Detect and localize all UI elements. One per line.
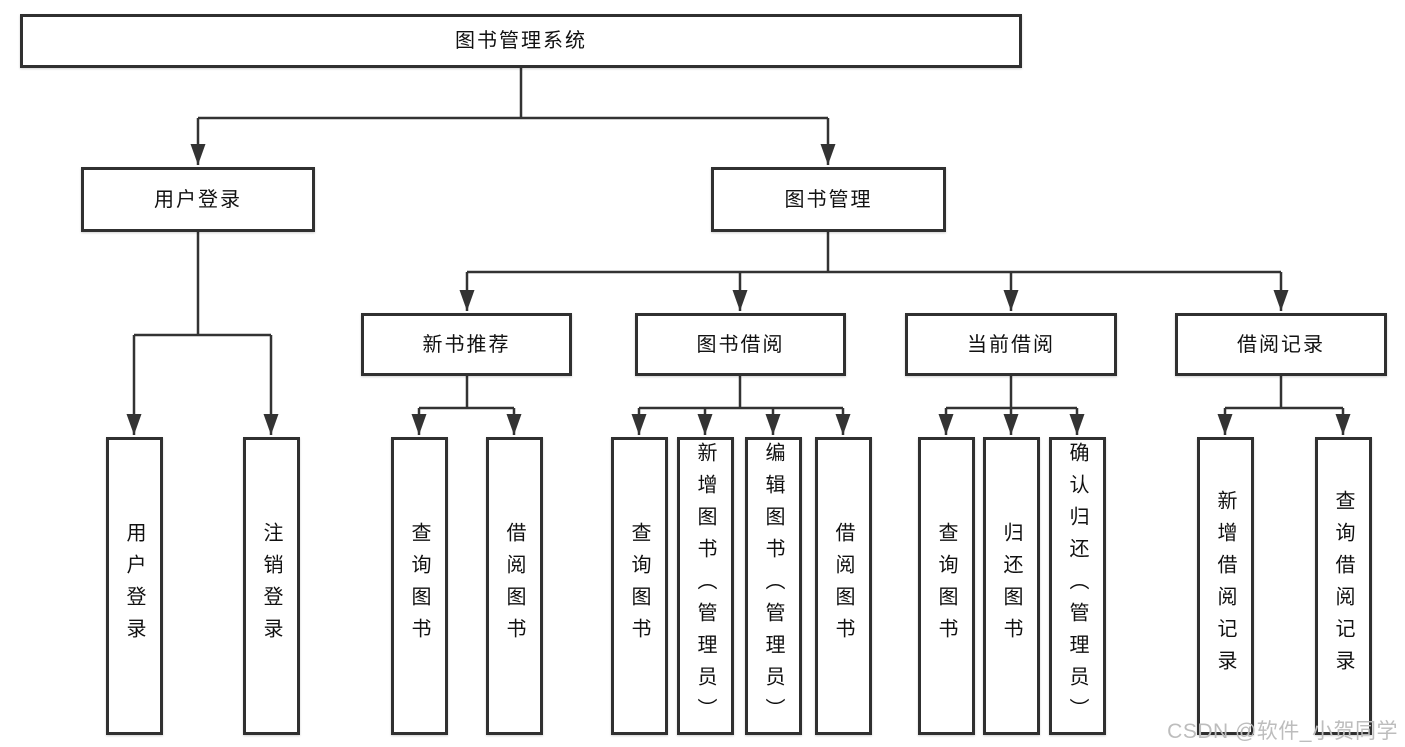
node-query-books-borrow: 查询图书: [610, 437, 668, 735]
node-new-book-recommend: 新书推荐: [361, 313, 572, 376]
node-user-login-label: 用户登录: [154, 188, 242, 211]
leaf-label: 注销登录: [260, 522, 282, 650]
node-confirm-return-admin: 确认归还（管理员）: [1048, 437, 1106, 735]
node-add-books-admin: 新增图书（管理员）: [676, 437, 734, 735]
leaf-label: 借阅图书: [503, 522, 525, 650]
node-current-borrowing: 当前借阅: [905, 313, 1117, 376]
csdn-watermark: CSDN @软件_小贺同学: [1167, 720, 1398, 743]
node-return-books: 归还图书: [982, 437, 1040, 735]
node-user-login-leaf: 用户登录: [105, 437, 163, 735]
node-query-books-recommend: 查询图书: [390, 437, 448, 735]
node-borrow-books-recommend: 借阅图书: [485, 437, 543, 735]
leaf-label: 查询图书: [408, 522, 430, 650]
node-query-books-current: 查询图书: [917, 437, 975, 735]
node-book-management: 图书管理: [711, 167, 946, 232]
leaf-label: 用户登录: [123, 522, 145, 650]
node-current-borrowing-label: 当前借阅: [967, 333, 1055, 356]
node-borrow-books: 借阅图书: [814, 437, 872, 735]
node-edit-books-admin: 编辑图书（管理员）: [744, 437, 802, 735]
node-logout: 注销登录: [242, 437, 300, 735]
node-book-borrowing: 图书借阅: [635, 313, 846, 376]
node-borrowing-records: 借阅记录: [1175, 313, 1387, 376]
leaf-label: 新增图书（管理员）: [694, 442, 716, 730]
node-book-borrowing-label: 图书借阅: [696, 333, 785, 356]
leaf-label: 归还图书: [1000, 522, 1022, 650]
leaf-label: 查询图书: [935, 522, 957, 650]
leaf-label: 查询图书: [628, 522, 650, 650]
node-new-book-recommend-label: 新书推荐: [422, 333, 511, 356]
node-library-management-system: 图书管理系统: [20, 14, 1022, 68]
leaf-label: 编辑图书（管理员）: [762, 442, 784, 730]
node-query-borrow-record: 查询借阅记录: [1314, 437, 1372, 735]
leaf-label: 新增借阅记录: [1214, 490, 1236, 682]
leaf-label: 借阅图书: [832, 522, 854, 650]
root-title: 图书管理系统: [455, 30, 587, 52]
connector-backbones: [134, 65, 1343, 410]
node-book-management-label: 图书管理: [784, 188, 873, 211]
connector-arrows: [126, 118, 1351, 435]
node-borrowing-records-label: 借阅记录: [1237, 333, 1325, 356]
leaf-label: 确认归还（管理员）: [1066, 442, 1088, 730]
node-user-login: 用户登录: [81, 167, 315, 232]
leaf-label: 查询借阅记录: [1332, 490, 1354, 682]
node-add-borrow-record: 新增借阅记录: [1196, 437, 1254, 735]
